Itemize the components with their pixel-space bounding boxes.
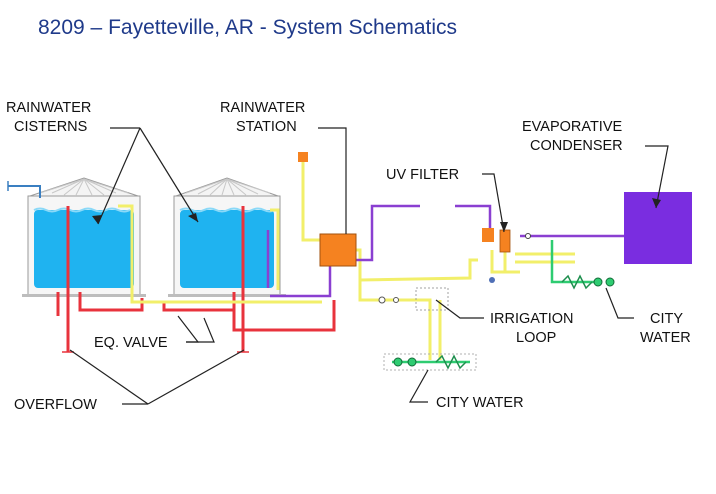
label-city-water-bottom: CITY WATER	[436, 395, 524, 411]
small-tank	[298, 152, 308, 162]
rainwater-station	[319, 233, 357, 267]
label-evaporative-condenser-2: CONDENSER	[530, 138, 623, 154]
cistern-right	[168, 177, 286, 297]
rainwater-pipes	[118, 162, 575, 360]
label-uv-filter: UV FILTER	[386, 167, 459, 183]
label-irrigation-loop-1: IRRIGATION	[490, 311, 574, 327]
overflow-pipes	[56, 206, 336, 353]
uv-filter-unit-a	[482, 228, 494, 242]
leader-lines	[69, 127, 669, 405]
label-irrigation-loop-2: LOOP	[516, 330, 556, 346]
uv-filter-unit-b	[499, 229, 511, 253]
label-rainwater-station-2: STATION	[236, 119, 297, 135]
label-rainwater-cisterns-2: CISTERNS	[14, 119, 87, 135]
slide-title: 8209 – Fayetteville, AR - System Schemat…	[38, 16, 458, 39]
label-evaporative-condenser-1: EVAPORATIVE	[522, 119, 623, 135]
label-eq-valve: EQ. VALVE	[94, 335, 168, 351]
cistern-right-water	[180, 210, 274, 288]
city-water-valves	[393, 277, 615, 367]
label-city-water-right-2: WATER	[640, 330, 691, 346]
cistern-left-water	[34, 210, 134, 288]
inlet-pipe	[8, 185, 41, 198]
label-rainwater-station-1: RAINWATER	[220, 100, 305, 116]
cistern-left	[22, 177, 146, 297]
label-overflow: OVERFLOW	[14, 397, 97, 413]
irrigation-loop-box	[415, 287, 449, 311]
label-city-water-right-1: CITY	[650, 311, 683, 327]
label-rainwater-cisterns-1: RAINWATER	[6, 100, 91, 116]
